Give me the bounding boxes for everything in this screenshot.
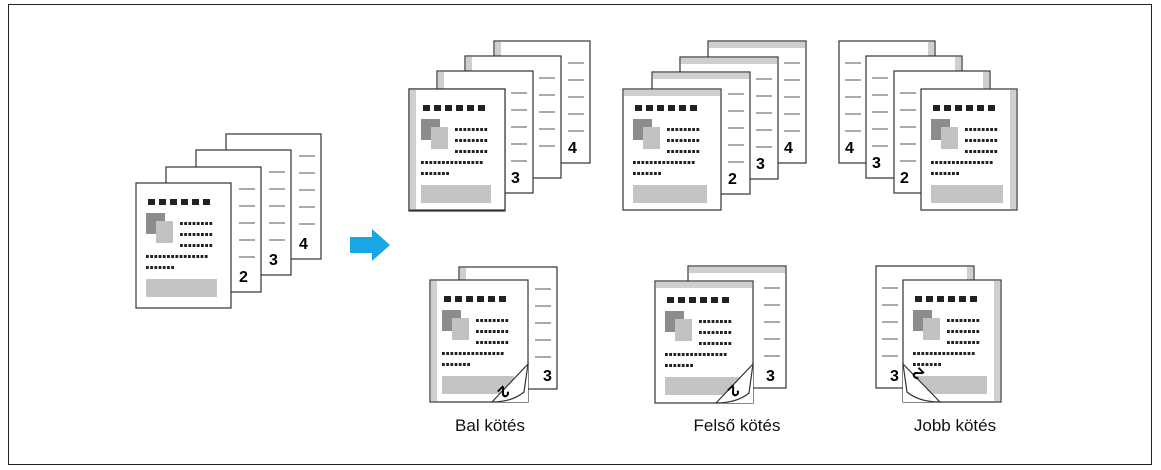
page-curl-icon: 2 [490,362,529,403]
page-number-label: 3 [543,368,552,385]
front-page [622,88,722,211]
footer-block [633,185,707,203]
page-number-label: 4 [299,236,308,253]
page-number-label: 3 [890,368,899,385]
page-number-label: 3 [872,155,881,172]
page-number-label: 3 [766,368,775,385]
caption-right-binding: Jobb kötés [913,416,997,435]
caption-left-binding: Bal kötés [455,416,525,435]
page-curl-icon: 2 [714,362,754,404]
page-number-label: 3 [511,170,520,187]
sheet-top-binding: 32 [654,265,787,404]
stack-right-binding: 4 3 2 [838,40,1018,211]
stack-top-binding: 4 3 2 [622,40,807,211]
page-number-label: 2 [728,171,737,188]
front-page [135,182,232,309]
front-page [902,279,1002,403]
original-stack: 4 3 2 [135,133,322,309]
footer-block [931,185,1003,203]
front-page [429,279,529,403]
page-number-label: 2 [239,269,248,286]
page-number-label: 3 [756,156,765,173]
arrow-right-icon [350,229,390,261]
page-curl-icon: 2 [902,362,942,403]
caption-top-binding: Felső kötés [693,416,781,435]
footer-block [665,377,739,395]
page-number-label: 3 [269,252,278,269]
footer-block [421,185,491,203]
sheet-left-binding: 32 [429,266,558,403]
page-number-label: 4 [784,140,793,157]
page-number-label: 4 [845,140,854,157]
footer-block [913,376,987,394]
stack-left-binding: 432 [408,40,591,212]
page-number-label: 2 [900,170,909,187]
footer-block [442,376,514,394]
footer-block [146,279,217,297]
front-page [654,280,754,404]
page-number-label: 4 [568,140,577,157]
front-page [408,88,506,211]
front-page [920,88,1018,211]
